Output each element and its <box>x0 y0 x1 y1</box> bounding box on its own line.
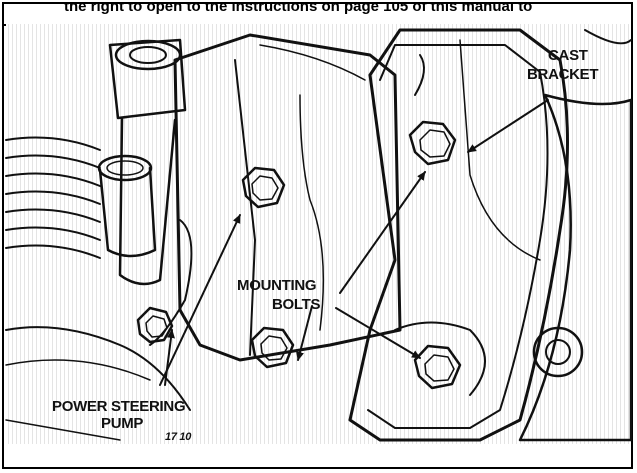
pulley-rim <box>5 359 151 381</box>
pressure-fitting <box>108 38 187 286</box>
arrow-icon <box>159 99 549 386</box>
pulley-ridges <box>5 136 101 259</box>
pump-edge-line <box>259 44 366 81</box>
return-hose <box>97 154 157 258</box>
bracket-inner-edge <box>367 44 549 429</box>
hex-bolt-icon <box>241 166 286 209</box>
pump-seam <box>234 59 256 356</box>
engine-block <box>518 93 633 442</box>
label-bracket: BRACKET <box>527 66 598 83</box>
pulley-lower-edge <box>5 419 121 441</box>
engine-bolt-icon <box>532 326 584 378</box>
label-cast: CAST <box>548 47 588 64</box>
label-mounting: MOUNTING <box>237 277 316 294</box>
label-pump: PUMP <box>101 415 143 432</box>
figure-marks: 17 10 <box>165 431 192 443</box>
pump-body <box>173 33 402 362</box>
engine-block-edge <box>584 29 632 45</box>
illustration-background <box>6 24 631 444</box>
bracket-slot <box>414 54 425 96</box>
label-power-steering: POWER STEERING <box>52 398 185 415</box>
pulley-arc <box>5 326 191 411</box>
cast-bracket <box>348 28 569 442</box>
hex-bolt-icon <box>413 344 462 390</box>
pump-contour <box>299 94 325 331</box>
hex-bolt-icon <box>250 326 295 369</box>
label-bolts: BOLTS <box>272 296 321 313</box>
caption-text: the right to open to the instructions on… <box>64 4 533 15</box>
bracket-rib <box>459 39 541 261</box>
bracket-boss <box>394 321 486 396</box>
hex-bolt-icon <box>408 120 457 166</box>
